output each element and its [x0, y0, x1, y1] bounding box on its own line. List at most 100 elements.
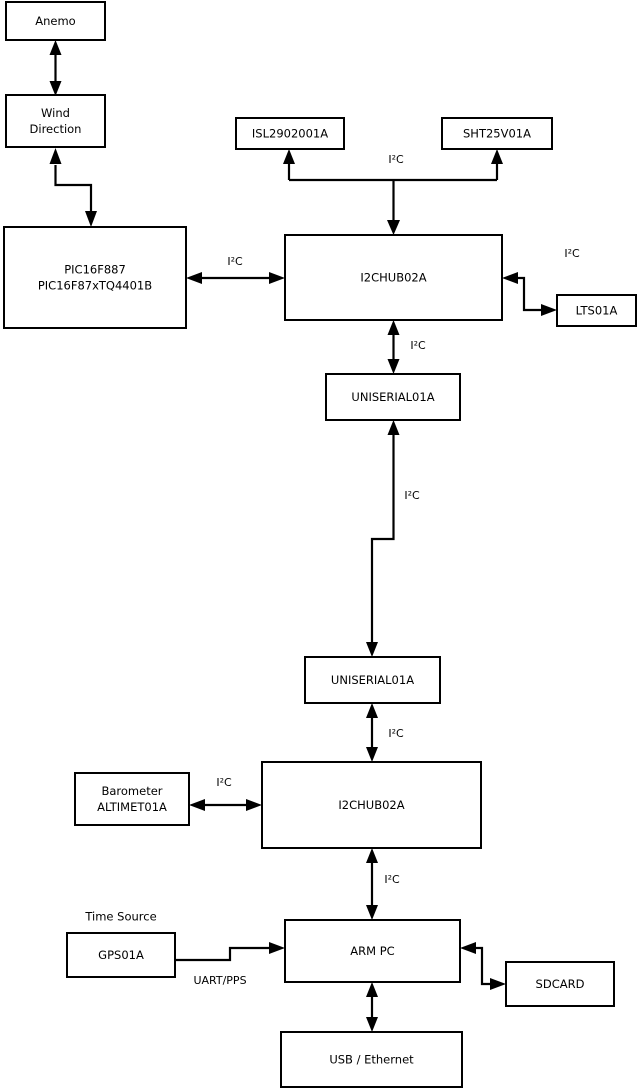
arrow-head-right — [246, 799, 262, 811]
node-label-hub_top: I2CHUB02A — [360, 270, 426, 284]
node-label-line: ARM PC — [350, 944, 394, 958]
node-lts[interactable]: LTS01A — [556, 294, 637, 327]
arrow-head-up-isl — [283, 149, 295, 164]
edge-labels-layer: I²C I²C I²C I²C I²C I²C I²C I²C UART/PPS — [193, 153, 580, 987]
edge-barometer-hubbot — [189, 799, 262, 811]
node-label-line: PIC16F87xTQ4401B — [38, 278, 152, 292]
node-label-usbeth: USB / Ethernet — [329, 1052, 414, 1066]
node-label-line: Barometer — [101, 784, 162, 798]
node-anemo[interactable]: Anemo — [5, 1, 106, 41]
node-label-line: Anemo — [35, 14, 75, 28]
node-label-uniserial_up: UNISERIAL01A — [351, 390, 434, 404]
node-sdcard[interactable]: SDCARD — [505, 961, 615, 1007]
edge-pic-hubtop — [186, 272, 285, 284]
node-box-uniserial_up[interactable] — [325, 373, 461, 421]
arrow-head-up-sht — [491, 149, 503, 164]
node-hub_bot[interactable]: I2CHUB02A — [261, 761, 482, 849]
arrow-head-left — [460, 942, 476, 954]
node-label-line: SHT25V01A — [463, 126, 531, 140]
arrow-head-down — [85, 211, 97, 227]
free-labels-layer: Time Source — [84, 910, 156, 924]
edge-label-uniserialdn-hubbot: I²C — [388, 727, 404, 740]
node-isl[interactable]: ISL2902001A — [235, 117, 345, 150]
node-armpc[interactable]: ARM PC — [284, 919, 461, 983]
node-uniserial_dn[interactable]: UNISERIAL01A — [304, 656, 441, 704]
node-box-hub_bot[interactable] — [261, 761, 482, 849]
arrow-head-up — [366, 848, 378, 863]
node-label-line: ISL2902001A — [252, 126, 328, 140]
arrow-head-left — [189, 799, 205, 811]
label-time-source: Time Source — [84, 910, 156, 924]
node-label-line: I2CHUB02A — [360, 270, 426, 284]
edge-label-gps-armpc: UART/PPS — [193, 974, 246, 987]
arrow-head-down — [366, 1017, 378, 1032]
edge-hubtop-isl-sht — [283, 149, 503, 235]
node-label-lts: LTS01A — [576, 303, 618, 317]
edge-uniserial-link — [366, 420, 400, 657]
edge-hubtop-lts — [502, 272, 557, 316]
node-box-gps[interactable] — [66, 932, 176, 978]
edge-anemo-wind — [49, 40, 62, 96]
node-label-sht: SHT25V01A — [463, 126, 531, 140]
arrow-head-left — [186, 272, 202, 284]
edge-label-hubtop-uniserialup: I²C — [410, 339, 426, 352]
node-label-line: UNISERIAL01A — [331, 673, 414, 687]
node-box-hub_top[interactable] — [284, 234, 503, 321]
edge-wind-pic — [49, 148, 97, 227]
edge-label-hubbot-armpc: I²C — [384, 873, 400, 886]
arrow-head-up — [49, 40, 62, 55]
arrow-head-up — [366, 982, 378, 997]
node-label-isl: ISL2902001A — [252, 126, 328, 140]
edge-hubtop-uniserialup — [387, 320, 400, 374]
node-uniserial_up[interactable]: UNISERIAL01A — [325, 373, 461, 421]
edge-uniserialdn-hubbot — [366, 703, 378, 762]
arrow-head-down — [366, 905, 378, 920]
node-box-wind[interactable] — [5, 94, 106, 148]
arrow-head-right — [490, 978, 506, 990]
arrow-head-down — [49, 81, 62, 96]
node-box-uniserial_dn[interactable] — [304, 656, 441, 704]
arrow-head-up — [387, 420, 400, 435]
node-box-pic[interactable] — [3, 226, 187, 329]
node-label-line: Wind — [41, 106, 70, 120]
node-box-armpc[interactable] — [284, 919, 461, 983]
node-label-line: USB / Ethernet — [329, 1052, 414, 1066]
node-gps[interactable]: GPS01A — [66, 932, 176, 978]
node-box-isl[interactable] — [235, 117, 345, 150]
arrow-head-up — [366, 703, 378, 718]
node-box-usbeth[interactable] — [280, 1031, 463, 1088]
node-label-anemo: Anemo — [35, 14, 75, 28]
node-box-lts[interactable] — [556, 294, 637, 327]
node-box-barometer[interactable] — [74, 772, 190, 826]
node-usbeth[interactable]: USB / Ethernet — [280, 1031, 463, 1088]
node-label-armpc: ARM PC — [350, 944, 394, 958]
edge-armpc-usbeth — [366, 982, 378, 1032]
node-label-line: PIC16F887 — [64, 262, 126, 276]
arrow-head-up — [49, 148, 62, 164]
node-label-line: Direction — [30, 122, 82, 136]
node-label-gps: GPS01A — [98, 948, 144, 962]
node-box-sht[interactable] — [441, 117, 553, 150]
node-hub_top[interactable]: I2CHUB02A — [284, 234, 503, 321]
node-label-line: GPS01A — [98, 948, 144, 962]
node-label-line: ALTIMET01A — [97, 800, 167, 814]
node-box-sdcard[interactable] — [505, 961, 615, 1007]
edge-label-uniserial-link: I²C — [404, 489, 420, 502]
node-label-sdcard: SDCARD — [536, 977, 585, 991]
arrow-head-left — [502, 272, 518, 284]
node-sht[interactable]: SHT25V01A — [441, 117, 553, 150]
arrow-head-right — [269, 942, 285, 954]
arrow-head-down — [366, 747, 378, 762]
node-box-anemo[interactable] — [5, 1, 106, 41]
edge-label-hubtop-lts: I²C — [564, 247, 580, 260]
edge-label-pic-hubtop: I²C — [227, 255, 243, 268]
node-label-line: UNISERIAL01A — [351, 390, 434, 404]
